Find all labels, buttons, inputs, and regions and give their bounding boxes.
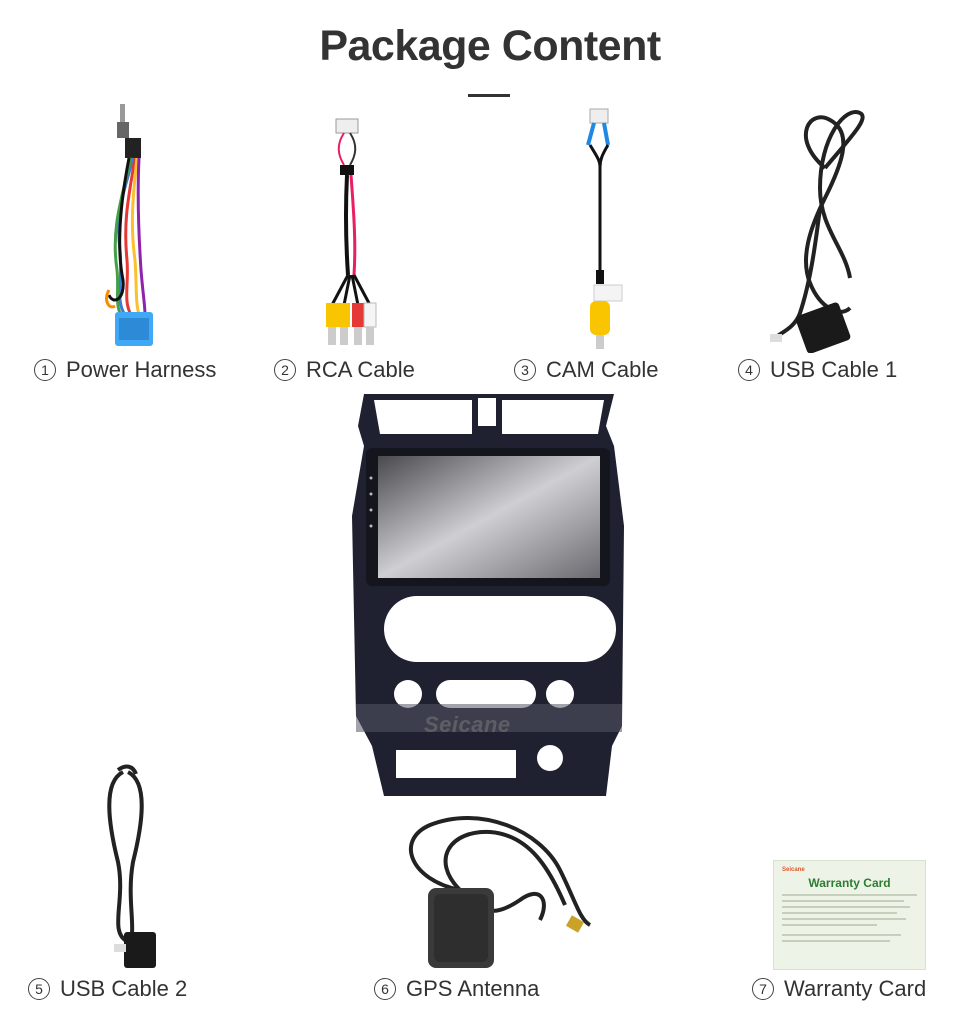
- item-label-gps-antenna: 6 GPS Antenna: [374, 976, 539, 1002]
- item-name: Power Harness: [66, 357, 217, 382]
- power-harness-image: [105, 104, 153, 346]
- item-label-cam-cable: 3 CAM Cable: [514, 357, 658, 383]
- cam-cable-image: [586, 108, 623, 349]
- card-text-line: [782, 934, 901, 936]
- card-brand: Seicane: [782, 867, 805, 873]
- card-text-line: [782, 940, 890, 942]
- item-name: RCA Cable: [306, 357, 415, 382]
- item-label-rca-cable: 2 RCA Cable: [274, 357, 415, 383]
- head-unit-image: [352, 394, 624, 796]
- page-title: Package Content: [319, 22, 661, 70]
- item-name: Warranty Card: [784, 976, 927, 1001]
- item-number: 2: [274, 359, 296, 381]
- item-name: USB Cable 1: [770, 357, 898, 382]
- item-number: 7: [752, 978, 774, 1000]
- item-number: 6: [374, 978, 396, 1000]
- card-text-line: [782, 918, 907, 920]
- item-number: 1: [34, 359, 56, 381]
- usb-cable-1-image: [770, 110, 865, 353]
- item-number: 4: [738, 359, 760, 381]
- card-text-line: [782, 924, 877, 926]
- item-label-warranty-card: 7 Warranty Card: [752, 976, 926, 1002]
- card-text-line: [782, 900, 904, 902]
- card-text-line: [782, 906, 911, 908]
- item-label-usb-cable-1: 4 USB Cable 1: [738, 357, 897, 383]
- item-name: GPS Antenna: [406, 976, 540, 1001]
- gps-antenna-image: [409, 815, 592, 968]
- card-text-line: [782, 912, 897, 914]
- item-label-usb-cable-2: 5 USB Cable 2: [28, 976, 187, 1002]
- warranty-card-image: Seicane Warranty Card: [773, 860, 926, 970]
- usb-cable-2-image: [107, 764, 156, 968]
- item-number: 5: [28, 978, 50, 1000]
- item-name: USB Cable 2: [60, 976, 188, 1001]
- item-number: 3: [514, 359, 536, 381]
- card-title: Warranty Card: [808, 876, 891, 890]
- brand-watermark: Seicane: [424, 712, 511, 737]
- title-underline: [468, 94, 510, 97]
- item-label-power-harness: 1 Power Harness: [34, 357, 216, 383]
- rca-cable-image: [326, 118, 377, 345]
- card-text-line: [782, 894, 917, 896]
- item-name: CAM Cable: [546, 357, 659, 382]
